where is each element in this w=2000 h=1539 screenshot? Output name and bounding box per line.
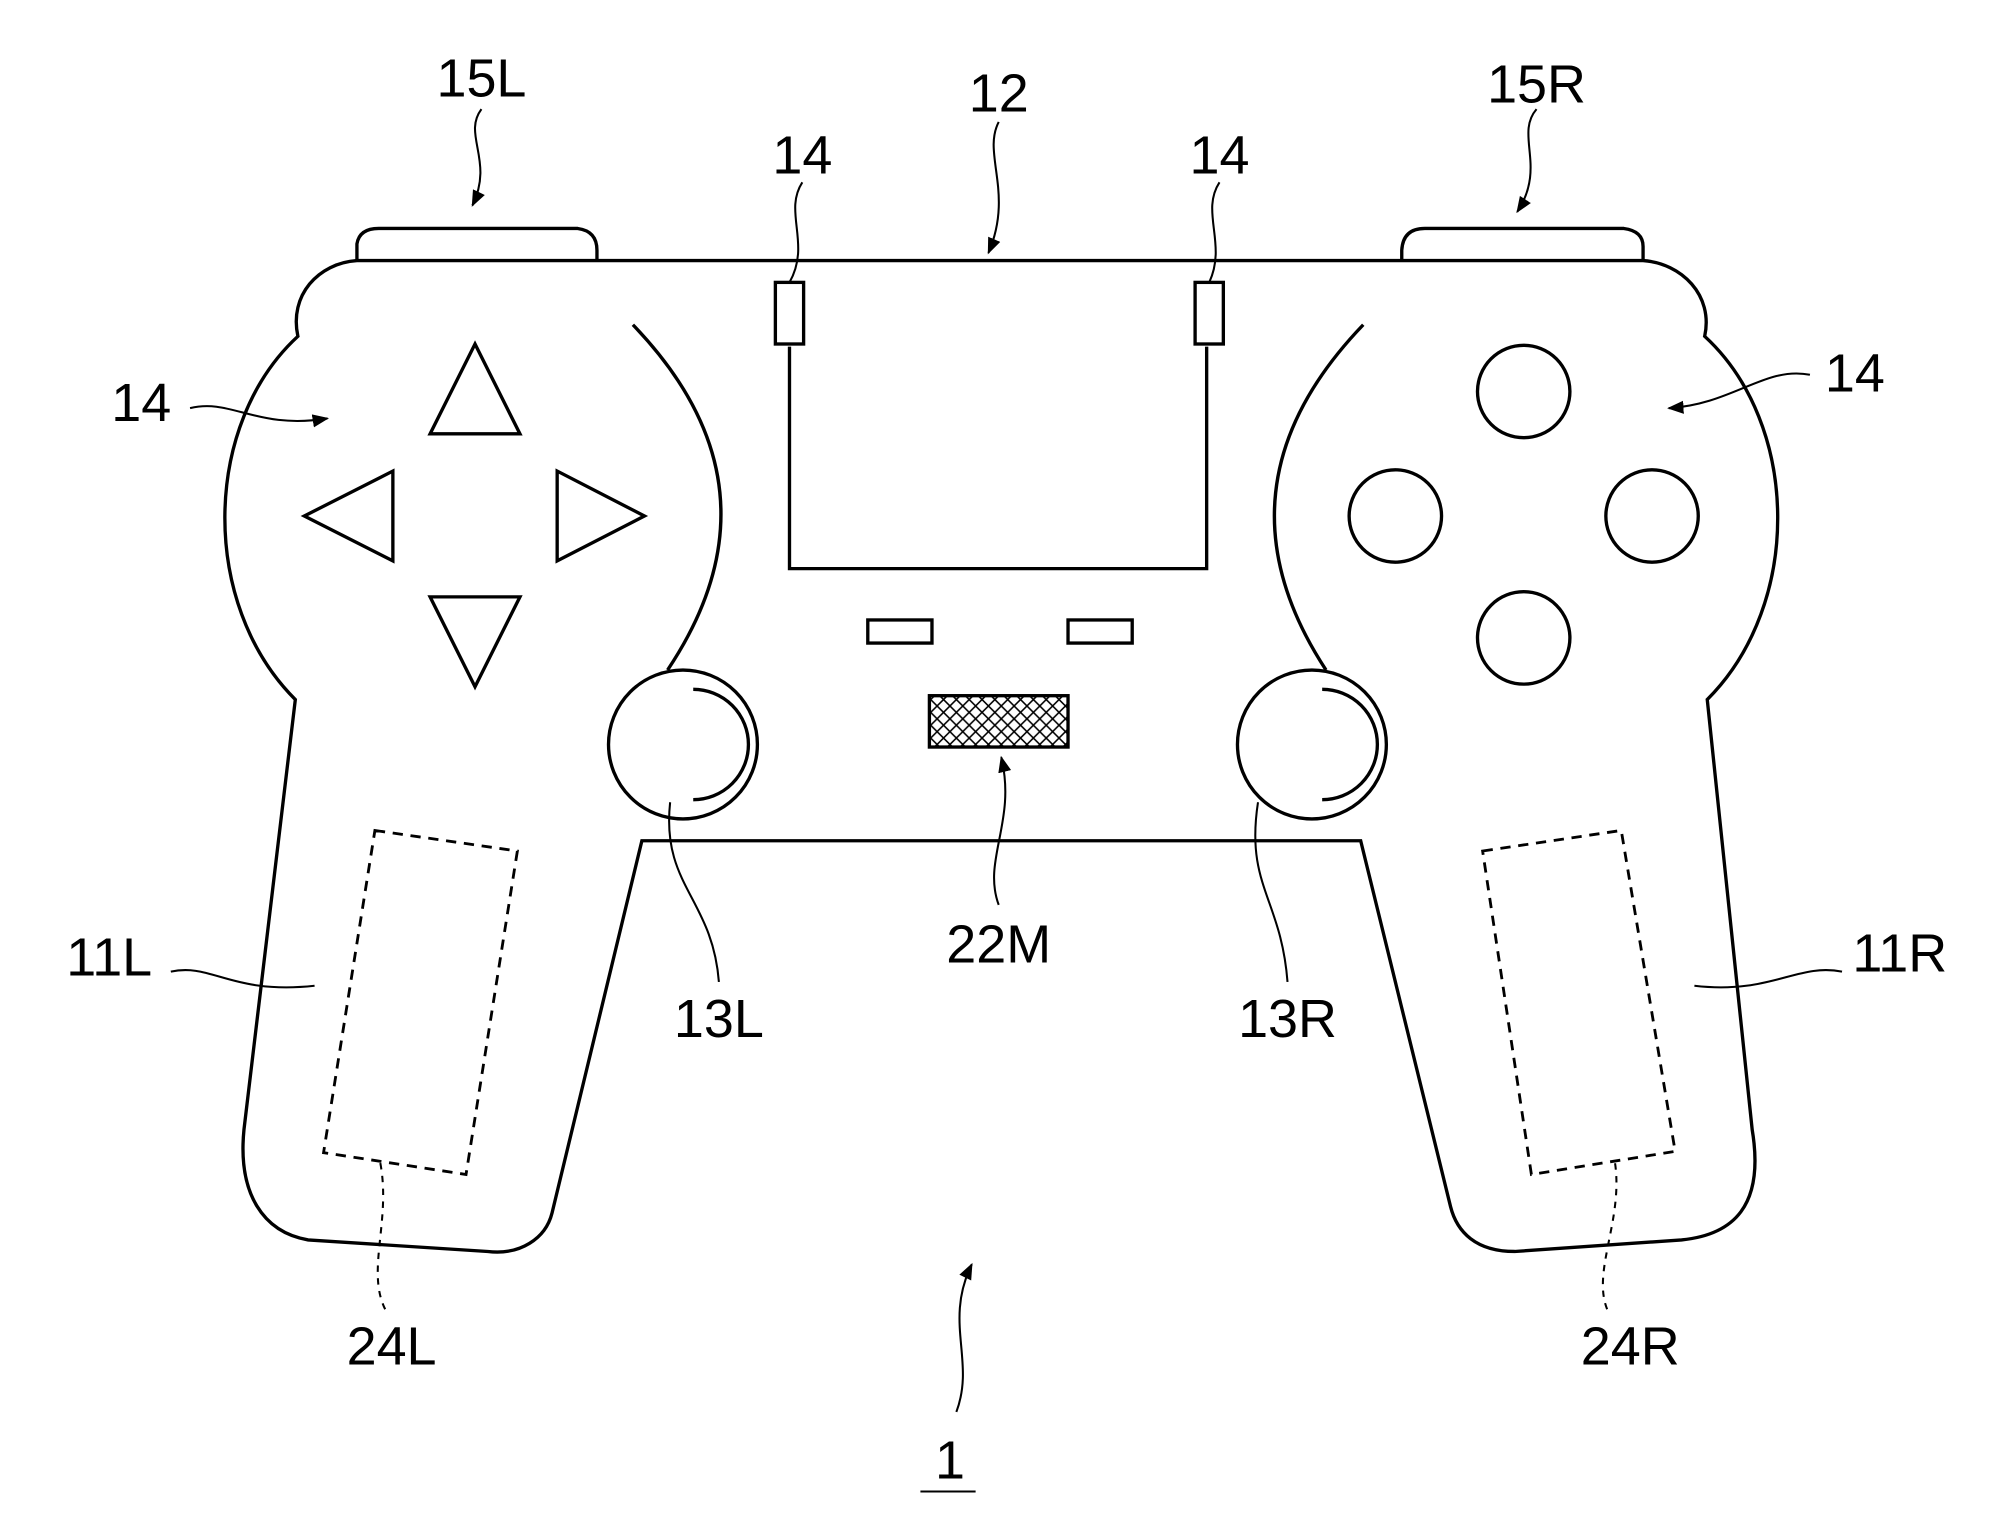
label-22M: 22M [946, 915, 1051, 975]
shoulder-button-left [355, 226, 599, 261]
label-14-right-sensor: 14 [1190, 125, 1250, 185]
leader-11R [1694, 969, 1843, 989]
leader-14left [189, 405, 330, 428]
leader-13R [1254, 802, 1289, 983]
leader-24L [376, 1161, 387, 1310]
face-button-left [1347, 468, 1444, 564]
touch-sensor-right [1193, 280, 1226, 346]
label-14-left-sensor: 14 [772, 125, 832, 185]
label-11R: 11R [1852, 924, 1947, 984]
leader-14b [1208, 181, 1221, 283]
label-24L: 24L [347, 1316, 437, 1376]
touchpad [787, 346, 1209, 571]
left-stick [606, 668, 760, 821]
leader-12 [987, 121, 1001, 255]
dpad-right [555, 468, 649, 564]
leader-14a [788, 181, 804, 283]
label-13L: 13L [674, 989, 764, 1049]
leader-11L [170, 969, 315, 989]
touch-sensor-left [773, 280, 806, 346]
dpad-down [427, 595, 523, 691]
label-15L: 15L [436, 48, 526, 108]
leader-1 [955, 1262, 973, 1413]
label-11L: 11L [66, 928, 152, 988]
leader-13L [668, 802, 720, 983]
left-stick-inner-arc [693, 687, 751, 802]
label-14-dpad: 14 [111, 373, 171, 433]
leader-24R [1601, 1161, 1618, 1310]
right-grip-arc [1272, 323, 1365, 671]
share-button [866, 618, 934, 645]
leader-22M [993, 755, 1012, 906]
leader-15R [1516, 108, 1538, 214]
dpad-up [427, 340, 523, 436]
dpad-left [300, 468, 395, 564]
leader-14right [1667, 372, 1811, 414]
microphone-22M [927, 694, 1070, 749]
label-14-face: 14 [1825, 343, 1885, 403]
options-button [1066, 618, 1134, 645]
right-stick [1235, 668, 1389, 821]
label-15R: 15R [1487, 55, 1586, 115]
label-1: 1 [935, 1431, 965, 1491]
right-stick-inner-arc [1322, 687, 1379, 802]
label-24R: 24R [1581, 1316, 1680, 1376]
face-button-top [1475, 343, 1572, 440]
leader-15L [471, 108, 485, 207]
controller-body [223, 258, 1780, 1254]
vibration-motor-left [321, 828, 519, 1177]
label-12: 12 [969, 64, 1029, 124]
face-button-right [1604, 468, 1700, 564]
shoulder-button-right [1400, 226, 1645, 261]
label-13R: 13R [1238, 989, 1337, 1049]
left-grip-arc [631, 323, 723, 671]
face-button-bottom [1475, 590, 1572, 686]
vibration-motor-right [1481, 828, 1677, 1177]
